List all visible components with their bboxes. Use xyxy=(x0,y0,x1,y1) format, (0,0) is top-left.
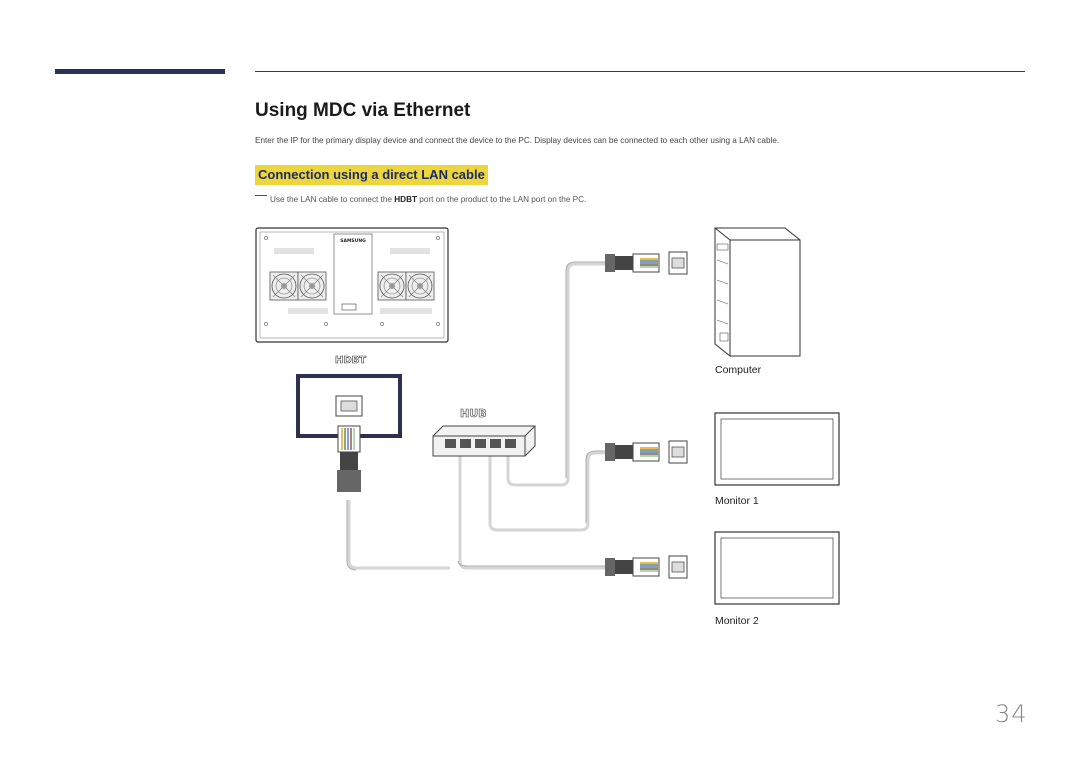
section-accent-bar xyxy=(55,69,225,74)
intro-paragraph: Enter the IP for the primary display dev… xyxy=(255,136,780,145)
monitor1-lan-connector xyxy=(604,440,688,464)
note-text-after: port on the product to the LAN port on t… xyxy=(417,195,587,204)
cable-monitor2 xyxy=(458,455,605,570)
hub-label: HUB xyxy=(460,407,487,420)
page-title: Using MDC via Ethernet xyxy=(255,100,471,121)
note: Use the LAN cable to connect the HDBT po… xyxy=(255,195,586,204)
monitor-1 xyxy=(714,412,840,486)
hdbt-port-label: HDBT xyxy=(335,355,366,366)
note-dash-icon xyxy=(255,195,267,196)
monitor2-label: Monitor 2 xyxy=(715,615,759,627)
header-rule xyxy=(255,71,1025,72)
connection-diagram: SAMSUNG HDBT HUB xyxy=(255,227,840,605)
page-number: 34 xyxy=(995,700,1028,728)
network-hub xyxy=(432,425,536,457)
computer-tower xyxy=(714,227,801,357)
note-port-name: HDBT xyxy=(394,195,418,204)
product-lan-connector xyxy=(337,425,361,492)
monitor-2 xyxy=(714,531,840,605)
computer-lan-connector xyxy=(604,251,688,275)
cable-computer xyxy=(506,262,605,487)
computer-label: Computer xyxy=(715,364,762,376)
display-rear-panel: SAMSUNG xyxy=(255,227,449,343)
lan-cables xyxy=(347,262,605,570)
brand-logo: SAMSUNG xyxy=(340,238,366,244)
cable-product xyxy=(347,500,450,570)
monitor2-lan-connector xyxy=(604,555,688,579)
subheading: Connection using a direct LAN cable xyxy=(255,165,488,185)
cable-monitor1 xyxy=(488,451,605,532)
note-text-before: Use the LAN cable to connect the xyxy=(270,195,395,204)
monitor1-label: Monitor 1 xyxy=(715,495,759,507)
